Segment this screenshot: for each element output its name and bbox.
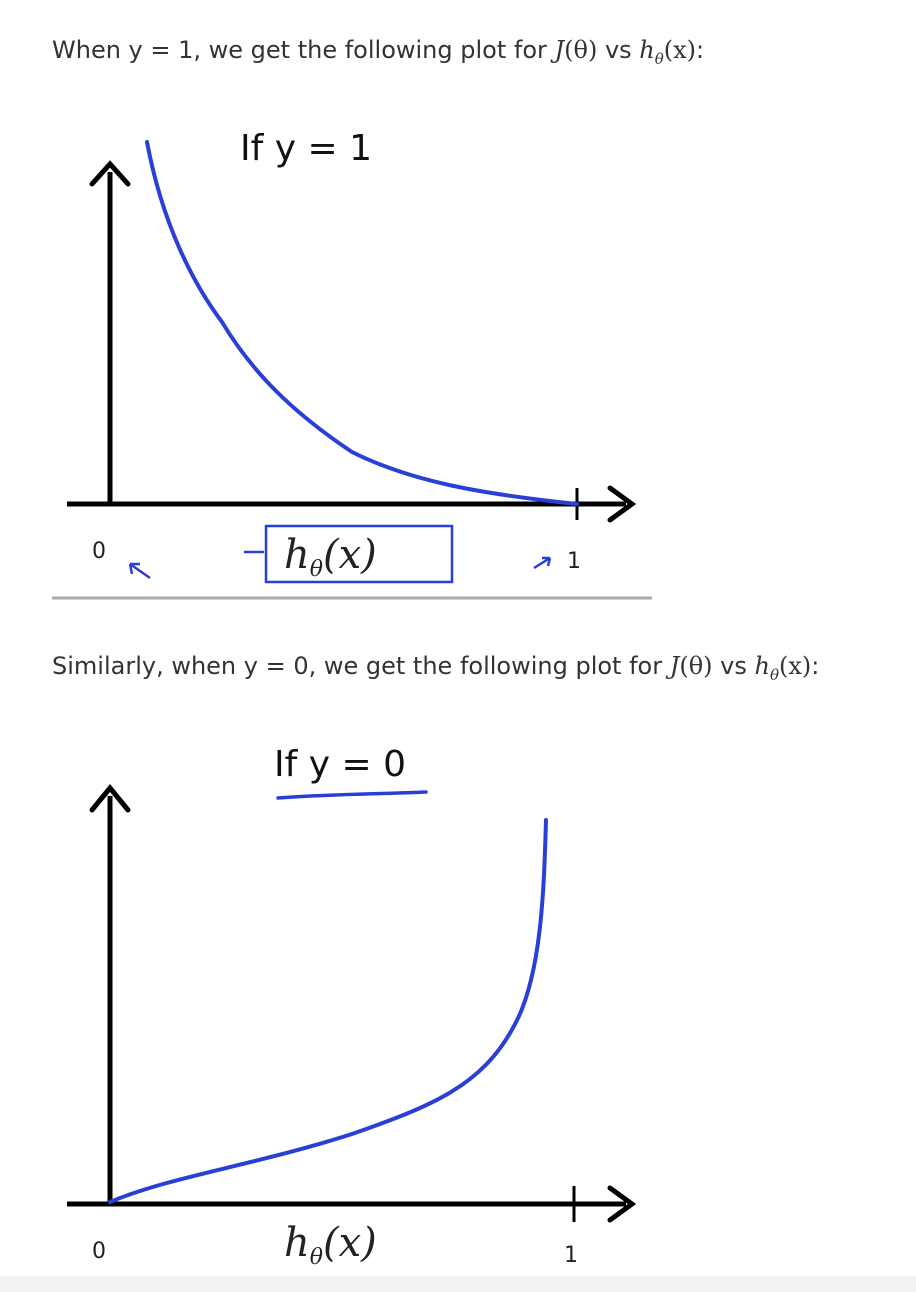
plot-y0-tick-1: 1 xyxy=(564,1243,578,1268)
plot-y1-label-box xyxy=(264,524,454,584)
plot-y1-y-arrow xyxy=(89,160,131,187)
plot-y0-cost-curve xyxy=(108,818,548,1204)
cost-function-symbol: J(θ) xyxy=(554,36,598,64)
plot-y0-canvas: If y = 0 0 1 hθ(x) xyxy=(67,744,637,1270)
hypothesis-symbol-2: hθ(x) xyxy=(754,652,812,684)
paragraph-y1-vs: vs xyxy=(597,36,640,64)
plot-y1-cost-curve xyxy=(145,140,579,506)
plot-y0-x-label: hθ(x) xyxy=(284,1220,377,1270)
plot-y1-tick-0: 0 xyxy=(92,539,106,564)
cost-function-symbol-2: J(θ) xyxy=(669,652,713,680)
plot-y1-tick-1: 1 xyxy=(567,549,581,574)
plot-y-equals-0: If y = 0 0 1 hθ(x) xyxy=(52,726,652,1276)
plot-y1-x-arrow xyxy=(607,485,637,523)
plot-y1-x-label: hθ(x) xyxy=(284,532,377,582)
plot-y1-pen-arrow-left xyxy=(128,562,151,580)
paragraph-y0-text: Similarly, when y = 0, we get the follow… xyxy=(52,652,670,680)
paragraph-y1: When y = 1, we get the following plot fo… xyxy=(52,36,705,68)
hypothesis-symbol: hθ(x) xyxy=(639,36,697,68)
paragraph-y0-vs: vs xyxy=(712,652,755,680)
plot-y0-title: If y = 0 xyxy=(274,744,406,785)
plot-y0-title-underline xyxy=(276,790,428,800)
paragraph-y1-text: When y = 1, we get the following plot fo… xyxy=(52,36,555,64)
plot-y1-pen-arrow-right xyxy=(533,556,552,570)
bottom-strip xyxy=(0,1276,916,1292)
plot-y0-x-arrow xyxy=(607,1185,637,1223)
plot-y1-canvas: If y = 1 0 1 hθ(x) xyxy=(52,128,652,600)
plot-y1-title: If y = 1 xyxy=(240,128,372,169)
plot-y-equals-1: If y = 1 0 1 hθ(x) xyxy=(52,112,652,602)
paragraph-y0: Similarly, when y = 0, we get the follow… xyxy=(52,652,820,684)
plot-y0-y-arrow xyxy=(89,784,131,813)
plot-y0-tick-0: 0 xyxy=(92,1239,106,1264)
